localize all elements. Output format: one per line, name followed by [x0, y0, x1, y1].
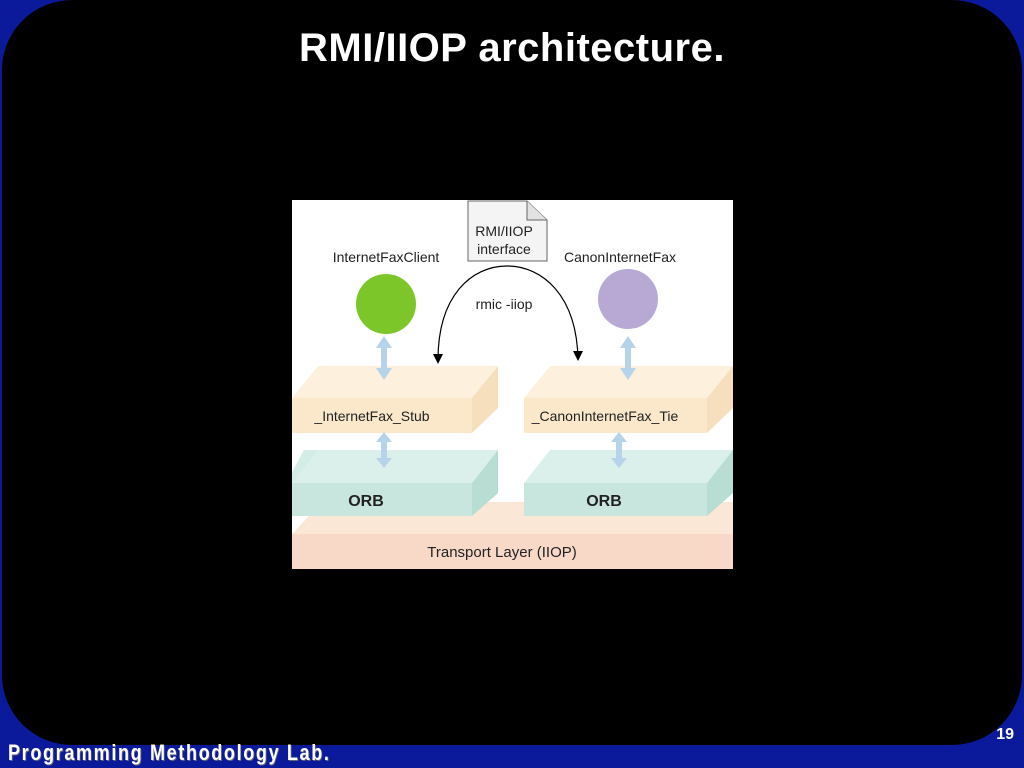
- rmic-arrowhead-right: [573, 351, 583, 361]
- arrow-tie-orb: [611, 432, 627, 468]
- interface-document-icon: RMI/IIOP interface: [467, 200, 548, 262]
- tie-layer: _CanonInternetFax_Tie: [524, 366, 733, 433]
- client-circle: [356, 274, 416, 334]
- server-label: CanonInternetFax: [564, 249, 676, 265]
- rmic-label: rmic -iiop: [476, 296, 533, 312]
- slide-title: RMI/IIOP architecture.: [299, 26, 725, 70]
- architecture-diagram: Transport Layer (IIOP) ORB ORB _Internet…: [292, 200, 733, 569]
- rmic-arrowhead-left: [433, 354, 443, 364]
- interface-doc-line1: RMI/IIOP: [475, 223, 533, 239]
- footer-lab-name: Programming Methodology Lab.: [8, 740, 331, 765]
- arrow-stub-orb: [376, 432, 392, 468]
- orb-left-layer: ORB: [292, 450, 498, 516]
- page-number: 19: [996, 726, 1014, 743]
- arrow-client-stub: [376, 336, 392, 380]
- server-circle: [598, 269, 658, 329]
- orb-right-label: ORB: [586, 493, 622, 510]
- stub-label: _InternetFax_Stub: [313, 408, 429, 424]
- architecture-figure: Transport Layer (IIOP) ORB ORB _Internet…: [292, 200, 733, 569]
- arrow-server-tie: [620, 336, 636, 380]
- stub-layer: _InternetFax_Stub: [292, 366, 498, 433]
- client-label: InternetFaxClient: [333, 249, 440, 265]
- interface-doc-line2: interface: [477, 241, 531, 257]
- rmic-arc: [437, 265, 579, 361]
- transport-layer-label: Transport Layer (IIOP): [427, 544, 577, 561]
- tie-label: _CanonInternetFax_Tie: [531, 408, 679, 424]
- orb-right-layer: ORB: [524, 450, 733, 516]
- orb-left-label: ORB: [348, 493, 384, 510]
